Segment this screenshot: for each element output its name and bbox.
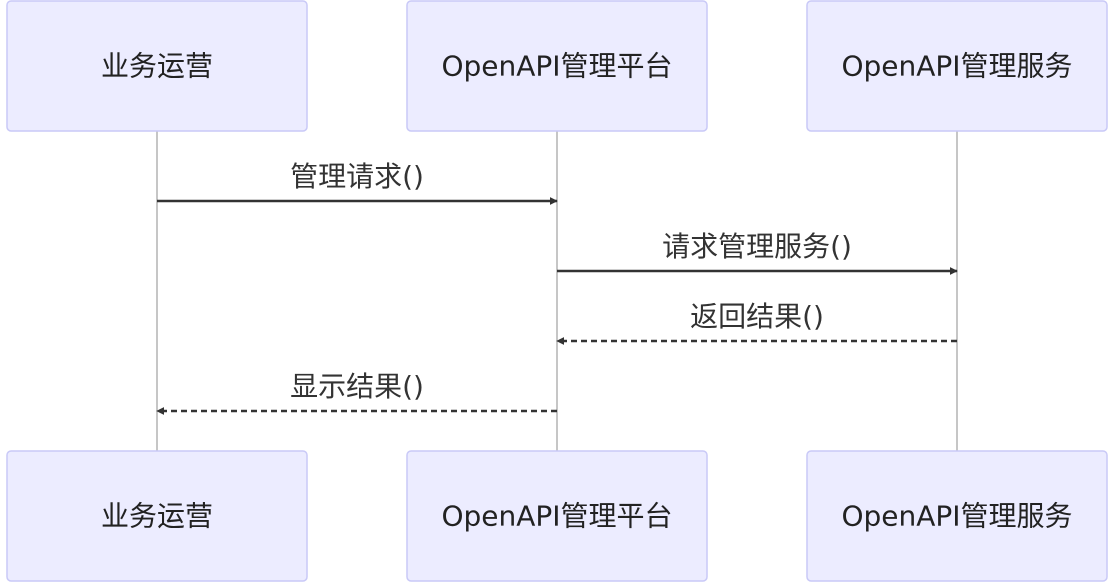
actor-box-ops-bottom: 业务运营 xyxy=(6,450,308,582)
actor-label: 业务运营 xyxy=(101,500,213,533)
actor-box-service-bottom: OpenAPI管理服务 xyxy=(806,450,1108,582)
message-label: 返回结果() xyxy=(690,300,824,333)
message-manage-request: 管理请求() xyxy=(157,160,558,205)
actors-top: 业务运营 OpenAPI管理平台 OpenAPI管理服务 xyxy=(6,0,1108,132)
actor-label: OpenAPI管理平台 xyxy=(441,50,672,83)
message-request-service: 请求管理服务() xyxy=(557,230,958,275)
actor-label: OpenAPI管理平台 xyxy=(441,500,672,533)
actor-box-platform-bottom: OpenAPI管理平台 xyxy=(406,450,708,582)
actors-bottom: 业务运营 OpenAPI管理平台 OpenAPI管理服务 xyxy=(6,450,1108,582)
actor-label: OpenAPI管理服务 xyxy=(841,500,1072,533)
message-label: 请求管理服务() xyxy=(662,230,852,263)
message-label: 显示结果() xyxy=(290,370,424,403)
lifelines xyxy=(156,131,958,451)
messages: 管理请求() 请求管理服务() 返回结果() 显示结果() xyxy=(156,160,958,415)
actor-label: OpenAPI管理服务 xyxy=(841,50,1072,83)
message-return-result: 返回结果() xyxy=(556,300,957,345)
actor-box-service-top: OpenAPI管理服务 xyxy=(806,0,1108,132)
actor-box-ops-top: 业务运营 xyxy=(6,0,308,132)
actor-box-platform-top: OpenAPI管理平台 xyxy=(406,0,708,132)
message-label: 管理请求() xyxy=(290,160,424,193)
actor-label: 业务运营 xyxy=(101,50,213,83)
message-show-result: 显示结果() xyxy=(156,370,557,415)
